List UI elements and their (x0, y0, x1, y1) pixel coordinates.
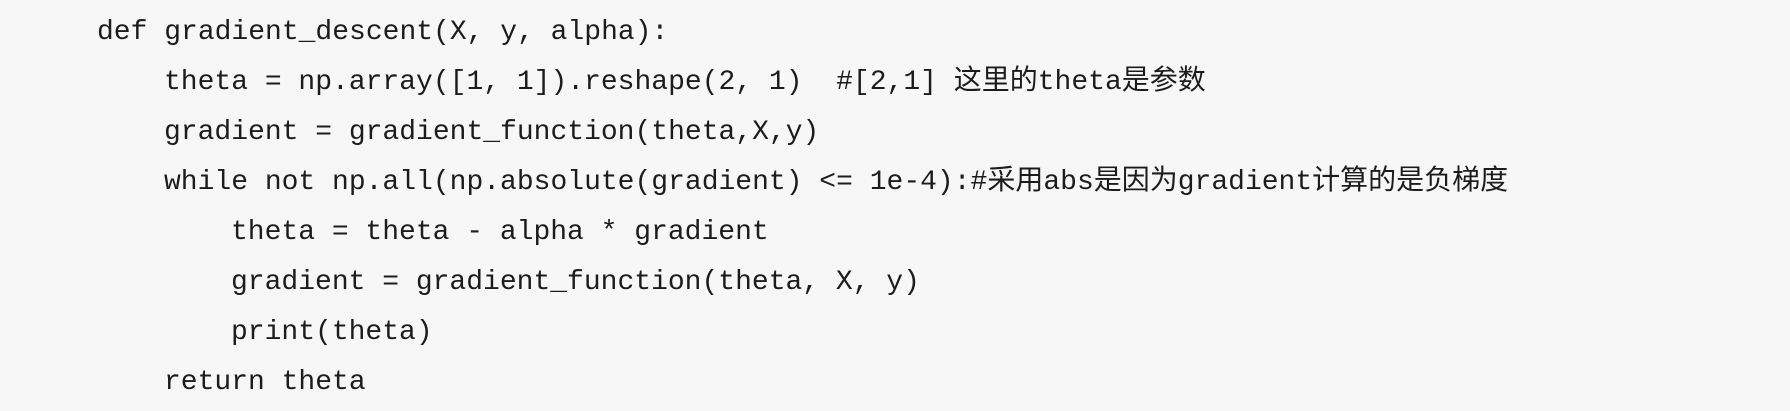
code-line-gradient-update: gradient = gradient_function(theta, X, y… (231, 267, 920, 298)
code-line-gradient-init: gradient = gradient_function(theta,X,y) (164, 117, 820, 148)
code-line-theta-init: theta = np.array([1, 1]).reshape(2, 1) #… (164, 67, 1206, 98)
code-line-theta-update: theta = theta - alpha * gradient (231, 217, 769, 248)
code-line-print: print(theta) (231, 317, 433, 348)
code-line-return: return theta (164, 367, 366, 398)
code-line-def: def gradient_descent(X, y, alpha): (97, 17, 669, 48)
code-line-while: while not np.all(np.absolute(gradient) <… (164, 167, 1509, 198)
